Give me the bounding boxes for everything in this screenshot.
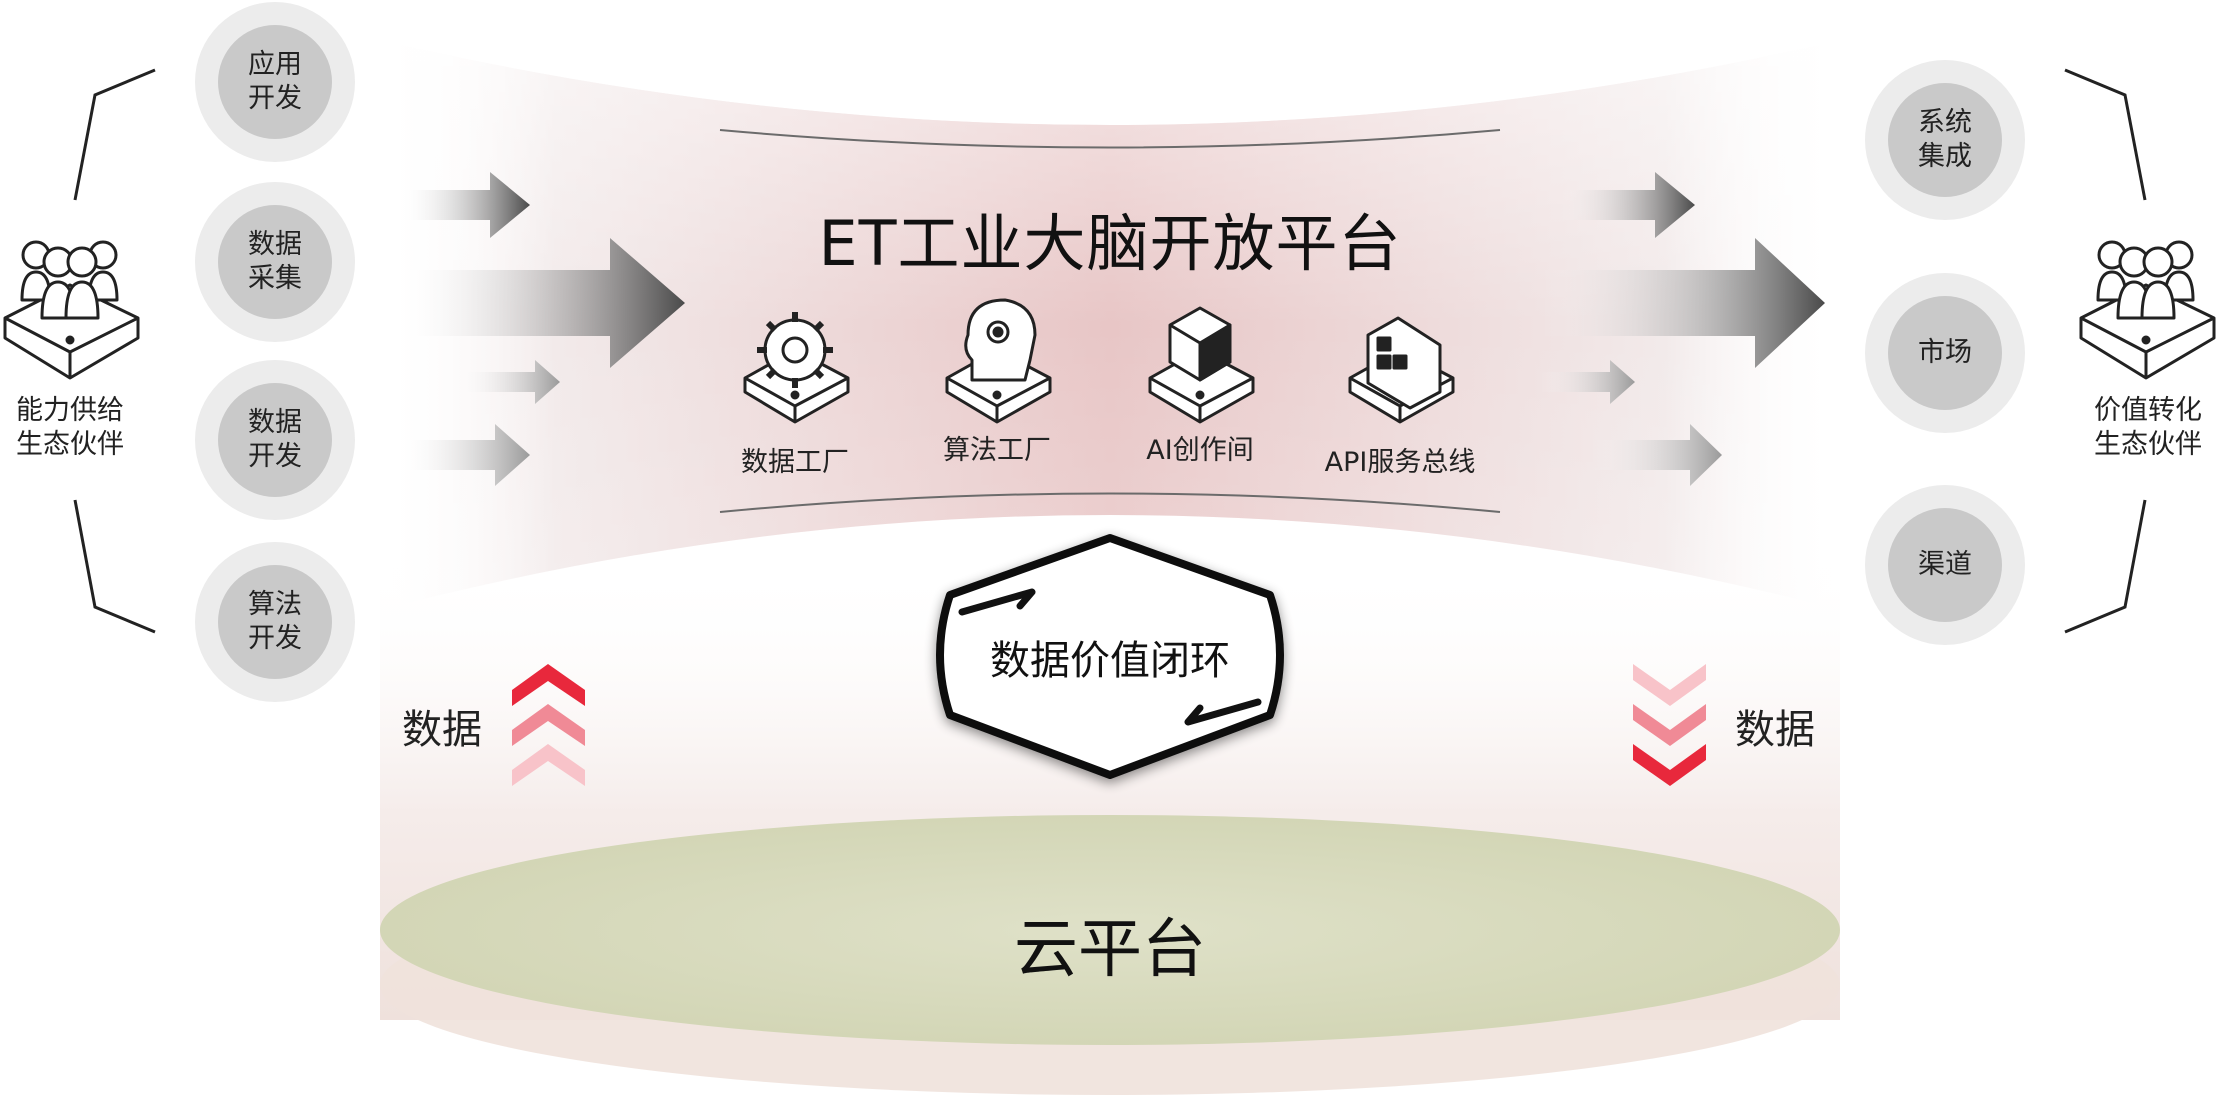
module-label: API服务总线 <box>1324 447 1476 478</box>
down-chevrons-icon <box>1633 664 1706 786</box>
module-label: 算法工厂 <box>943 435 1051 466</box>
api-server-icon <box>1348 316 1455 424</box>
platform-title: ET工业大脑开放平台 <box>818 207 1402 280</box>
up-chevrons-icon <box>512 664 585 786</box>
left-item-circles <box>195 2 355 702</box>
cloud-platform-label: 云平台 <box>1014 913 1206 987</box>
partner-group-icon <box>2079 240 2216 380</box>
outflow-arrows <box>1540 172 1825 486</box>
left-bracket <box>73 68 156 634</box>
right-item-circles <box>1865 60 2025 645</box>
loop-arrow-icon <box>958 588 1036 616</box>
left-item-label: 应用开发 <box>248 49 302 114</box>
left-data-label: 数据 <box>402 707 482 753</box>
left-item-label: 数据开发 <box>248 407 302 472</box>
right-item-label: 市场 <box>1918 337 1972 368</box>
partner-group-icon <box>3 240 140 380</box>
brain-gear-server-icon <box>945 298 1052 424</box>
right-group-label: 价值转化生态伙伴 <box>2094 395 2202 460</box>
arrow-right-icon <box>1590 424 1722 486</box>
box-server-icon <box>1148 306 1255 424</box>
data-value-loop <box>936 534 1284 779</box>
arrow-right-icon <box>1540 360 1635 404</box>
band-bottom-edge <box>719 492 1501 513</box>
left-item-label: 数据采集 <box>248 229 302 294</box>
right-item-label: 系统集成 <box>1918 107 1972 172</box>
loop-arrow-icon <box>1184 698 1262 726</box>
left-item-label: 算法开发 <box>248 589 302 654</box>
inflow-arrows <box>400 172 685 486</box>
arrow-right-icon <box>400 424 530 486</box>
arrow-right-icon <box>460 360 560 404</box>
right-bracket <box>2064 68 2147 634</box>
arrow-right-icon <box>1560 172 1695 238</box>
arrow-right-icon <box>400 172 530 238</box>
arrow-right-icon <box>400 238 685 368</box>
arrow-right-icon <box>1540 238 1825 368</box>
gear-server-icon <box>743 312 850 424</box>
module-label: AI创作间 <box>1146 435 1254 466</box>
loop-label: 数据价值闭环 <box>990 638 1230 684</box>
right-data-label: 数据 <box>1735 707 1815 753</box>
cloud-top-ellipse <box>380 815 1840 1045</box>
left-group-label: 能力供给生态伙伴 <box>16 395 124 460</box>
right-item-label: 渠道 <box>1918 549 1972 580</box>
band-top-edge <box>719 129 1501 149</box>
module-label: 数据工厂 <box>741 447 849 478</box>
